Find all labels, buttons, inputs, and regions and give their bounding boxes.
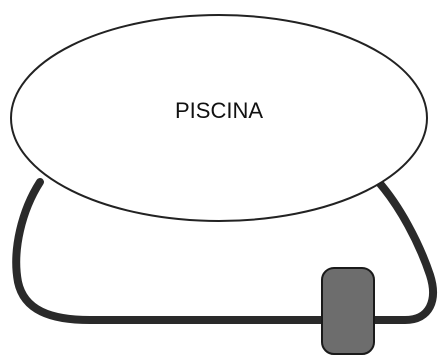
pump-device bbox=[321, 267, 375, 355]
pool-ellipse bbox=[10, 14, 428, 222]
pipe-loop bbox=[12, 174, 437, 324]
pool-label: PISCINA bbox=[175, 98, 263, 123]
